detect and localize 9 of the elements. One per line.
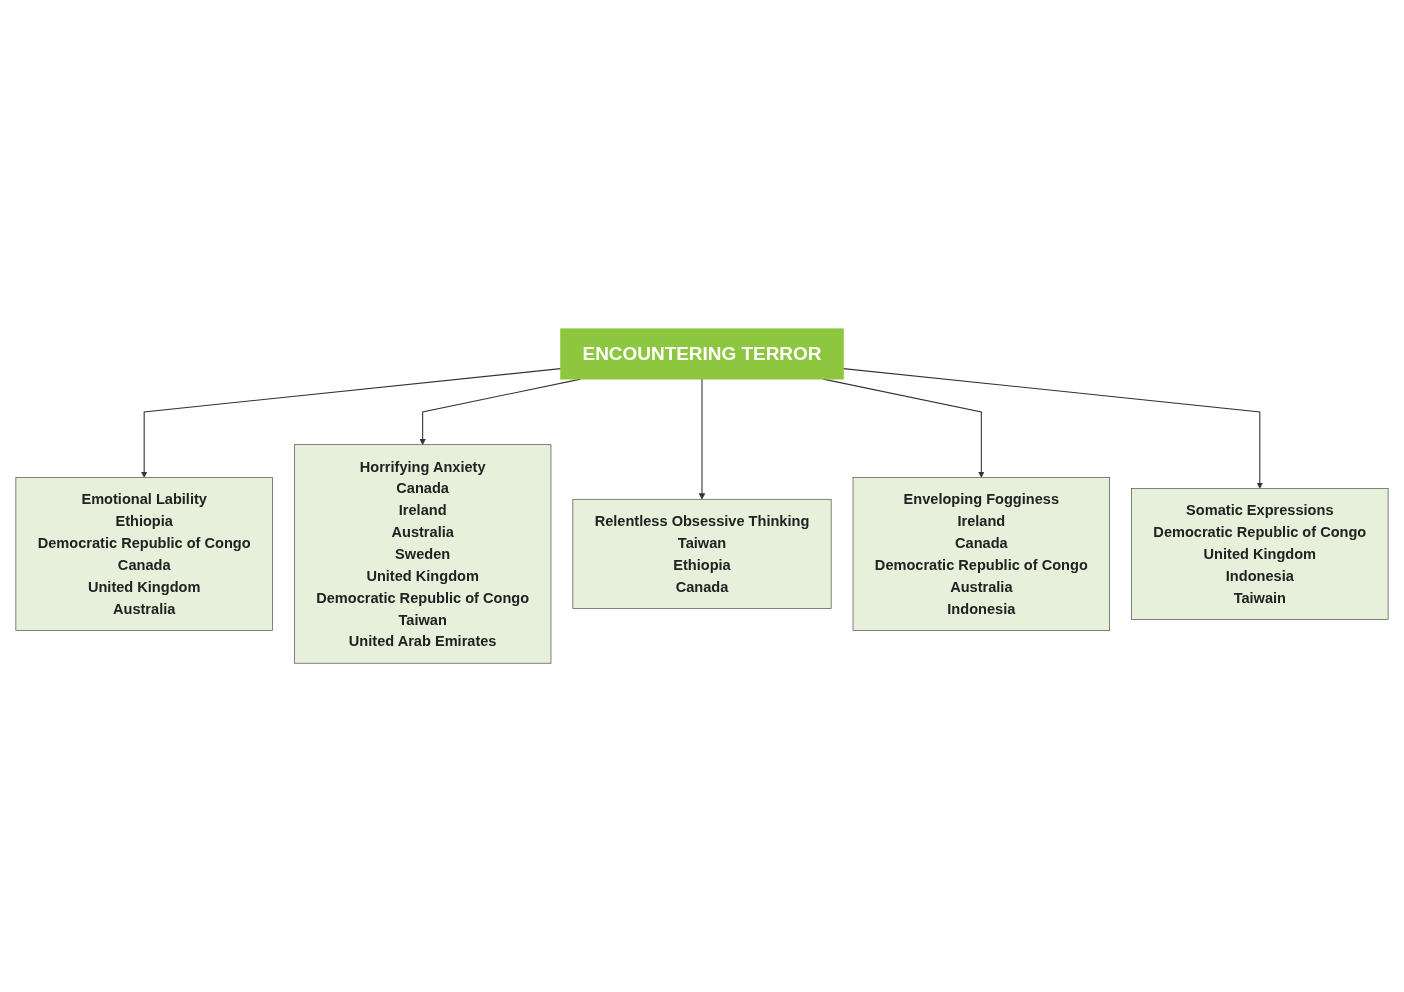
node-box: ENCOUNTERING TERROR [560,328,844,380]
node-box: Horrifying Anxiety Canada Ireland Australia Sweden United Kingdom Democratic Republic of Congo Taiwan United Arab Emirates [293,444,552,664]
arrow [698,378,706,500]
arrow [140,368,562,478]
node-box: Emotional Lability Ethiopia Democratic Republic of Congo Canada United Kingdom Australia [15,477,273,631]
node-box: Relentless Obsessive Thinking Taiwan Ethiopia Canada [572,498,832,609]
node-box: Somatic Expressions Democratic Republic of Congo United Kingdom Indonesia Taiwain [1131,488,1389,620]
node-box: Enveloping Fogginess Ireland Canada Democratic Republic of Congo Australia Indonesia [852,477,1110,631]
arrow [842,368,1263,489]
